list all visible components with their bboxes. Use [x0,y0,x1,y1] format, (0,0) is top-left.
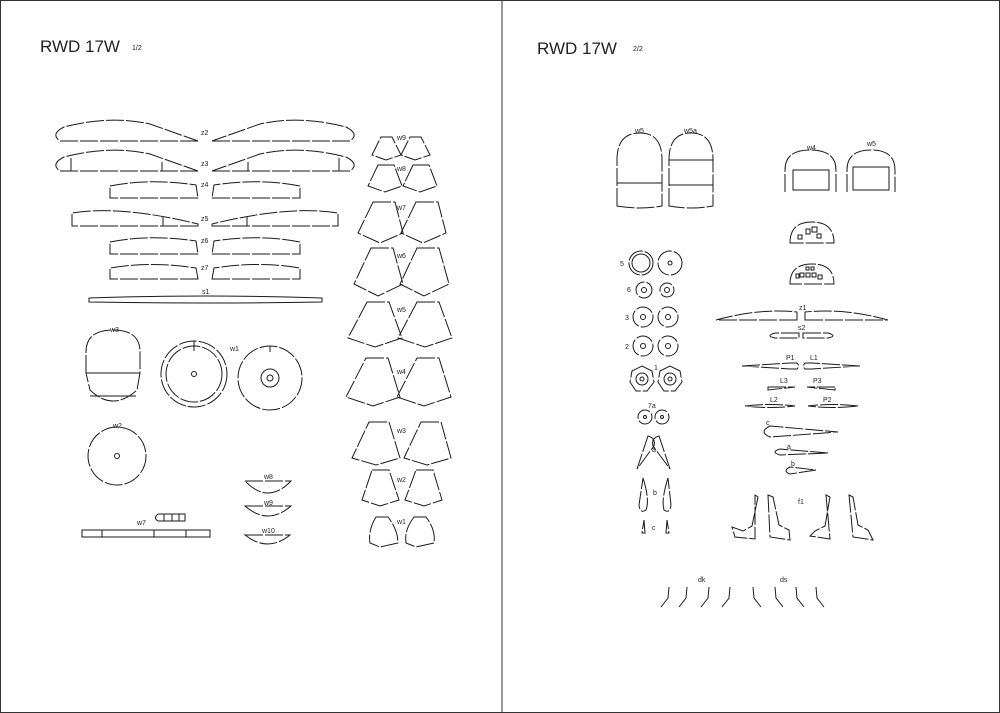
brackets-f1: f1 [731,494,874,541]
spar-s2: s2 [769,325,834,339]
rib-z2: z2 [55,119,355,142]
svg-text:2: 2 [625,344,629,351]
rib-z3: z3 [55,149,355,172]
svg-text:ds: ds [780,577,788,584]
frame-w5: w5 [846,141,896,192]
former-w8: w8 [367,164,438,193]
instrument-panel-2 [789,263,835,285]
svg-text:z2: z2 [201,130,209,137]
struts-L2-P2: L2 P2 [744,397,859,408]
svg-text:s2: s2 [798,325,806,332]
svg-text:z5: z5 [201,216,209,223]
frame-w4: w4 [784,145,837,192]
svg-text:w5: w5 [866,141,876,148]
svg-text:a: a [652,447,656,454]
former-w7: w7 [357,201,447,244]
svg-text:L3: L3 [780,378,788,385]
svg-text:1: 1 [654,365,658,372]
svg-text:z3: z3 [201,161,209,168]
svg-text:dk: dk [698,577,706,584]
svg-text:w3: w3 [109,327,119,334]
svg-text:6: 6 [627,287,631,294]
svg-text:b: b [791,461,795,468]
instrument-panel-1 [789,221,835,244]
svg-text:s1: s1 [202,289,210,296]
svg-text:L2: L2 [770,397,778,404]
ring-w1: w1 [160,340,239,408]
spar-s1: s1 [88,289,323,304]
left-page: RWD 17W 1/2 z2 z3 z4 z5 [40,37,453,548]
right-page-title: RWD 17W [537,39,617,58]
svg-text:P3: P3 [813,378,822,385]
strip-w7: w7 [81,513,211,538]
rib-z7: z7 [109,264,301,280]
svg-text:7a: 7a [648,403,656,410]
disc-w1-back [237,345,303,411]
svg-text:L1: L1 [810,355,818,362]
left-page-title: RWD 17W [40,37,120,56]
former-w6: w6 [353,247,450,297]
svg-text:w2: w2 [396,477,406,484]
svg-text:b: b [653,490,657,497]
former-w1: w1 [369,516,435,548]
svg-text:P2: P2 [823,397,832,404]
svg-text:w8: w8 [396,166,406,173]
svg-text:f1: f1 [798,499,804,506]
svg-text:5: 5 [620,261,624,268]
formers-column: w9 w8 w7 w6 w5 w4 w3 w2 w1 [345,135,453,548]
bulkhead-w3: w3 [85,327,141,402]
struts-abc: a b c [636,435,672,534]
svg-text:z4: z4 [201,182,209,189]
disc-w2: w2 [87,423,147,486]
parts-dk-ds: dk ds [660,577,825,608]
svg-text:c: c [766,420,770,427]
svg-text:w1: w1 [229,346,239,353]
svg-text:w10: w10 [261,528,275,535]
former-w5: w5 [347,301,453,348]
stabilizer-z1: z1 [715,305,889,321]
rib-z6: z6 [109,237,301,255]
former-w3: w3 [351,421,452,466]
former-w9: w9 [371,135,431,161]
svg-text:w7: w7 [136,520,146,527]
svg-text:z7: z7 [201,265,209,272]
svg-text:P1: P1 [786,355,795,362]
former-w2: w2 [361,469,443,507]
svg-text:w9: w9 [263,500,273,507]
former-w4: w4 [345,357,452,407]
right-page: RWD 17W 2/2 w5 w5a w4 w5 [537,39,896,608]
svg-text:w5a: w5a [683,128,697,135]
svg-text:w2: w2 [112,423,122,430]
svg-text:w3: w3 [396,428,406,435]
svg-text:z6: z6 [201,238,209,245]
svg-text:w5: w5 [396,307,406,314]
canopy-w5: w5 [616,128,663,209]
half-formers: w8 w9 w10 [243,474,293,545]
svg-text:w1: w1 [396,519,406,526]
svg-text:c: c [652,525,656,532]
svg-text:w9: w9 [396,135,406,142]
right-page-number: 2/2 [633,46,643,53]
struts-L3-P3: L3 P3 [767,378,836,391]
svg-text:3: 3 [625,315,629,322]
canopy-w5a: w5a [668,128,714,209]
struts-P1-L1: P1 L1 [741,355,861,370]
svg-text:a: a [787,444,791,451]
svg-text:w4: w4 [396,369,406,376]
left-page-number: 1/2 [132,45,142,52]
svg-text:w6: w6 [396,253,406,260]
svg-text:w4: w4 [806,145,816,152]
svg-text:w5: w5 [634,128,644,135]
svg-text:w8: w8 [263,474,273,481]
wheel-discs: 5 6 3 2 1 7a [620,250,683,425]
fairings-c-a-b: c a b [763,420,839,475]
rib-z4: z4 [109,181,301,199]
rib-z5: z5 [71,210,339,227]
svg-text:z1: z1 [799,305,807,312]
svg-text:w7: w7 [396,205,406,212]
